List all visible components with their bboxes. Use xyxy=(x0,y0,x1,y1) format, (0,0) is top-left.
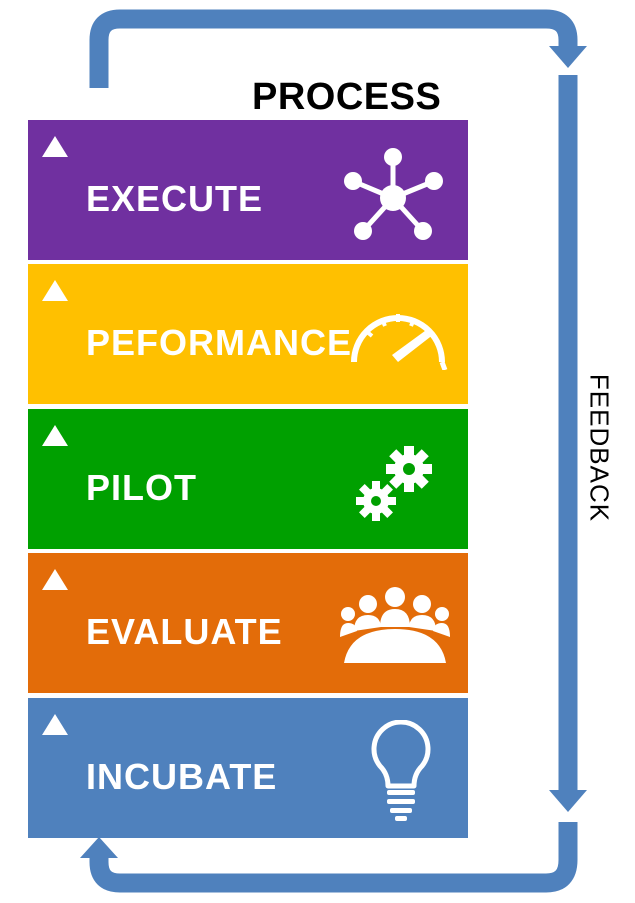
up-triangle-icon xyxy=(42,714,68,735)
network-hub-icon xyxy=(344,148,443,240)
stage-label: INCUBATE xyxy=(86,756,278,797)
feedback-label: FEEDBACK xyxy=(584,373,615,523)
stage-pilot: PILOT xyxy=(28,409,468,549)
stage-evaluate: EVALUATE xyxy=(28,553,468,693)
stage-label: PEFORMANCE xyxy=(86,322,353,363)
team-meeting-icon xyxy=(340,587,450,663)
up-triangle-icon xyxy=(42,425,68,446)
stage-label: PILOT xyxy=(86,467,197,508)
up-arrowhead xyxy=(80,837,118,858)
up-triangle-icon xyxy=(42,569,68,590)
top-arrowhead xyxy=(549,46,587,68)
top-loop-arrow xyxy=(89,9,578,88)
stage-label: EXECUTE xyxy=(86,178,264,219)
speedometer-icon xyxy=(351,314,448,370)
stage-label: EVALUATE xyxy=(86,611,283,652)
up-triangle-icon xyxy=(42,280,68,301)
page-title: PROCESS xyxy=(252,76,442,118)
bottom-loop-arrow xyxy=(89,822,578,893)
up-triangle-icon xyxy=(42,136,68,157)
lightbulb-icon xyxy=(371,720,431,821)
down-arrowhead xyxy=(549,790,587,812)
stage-incubate: INCUBATE xyxy=(28,698,468,838)
stage-performance: PEFORMANCE xyxy=(28,264,468,404)
stage-execute: EXECUTE xyxy=(28,120,468,260)
gears-icon xyxy=(356,446,432,521)
